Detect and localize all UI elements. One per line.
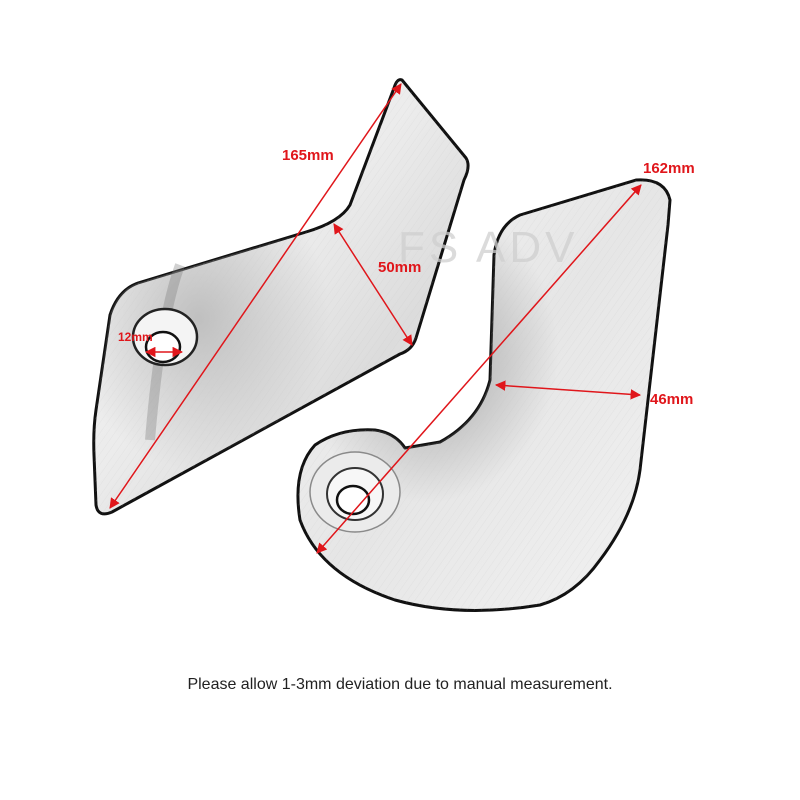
left-length-label: 165mm	[282, 147, 334, 164]
right-width-label: 46mm	[650, 391, 693, 408]
dimension-arrows	[109, 83, 642, 554]
right-mounting-hole	[309, 451, 401, 533]
left-width-label: 50mm	[378, 259, 421, 276]
watermark-text: FS ADV	[398, 223, 579, 272]
right-width-arrow	[494, 380, 642, 400]
right-length-arrow	[316, 184, 642, 554]
left-hole-label: 12mm	[118, 330, 153, 344]
right-length-label: 162mm	[643, 160, 695, 177]
measurement-disclaimer: Please allow 1-3mm deviation due to manu…	[187, 676, 613, 693]
left-length-arrow	[109, 83, 402, 509]
